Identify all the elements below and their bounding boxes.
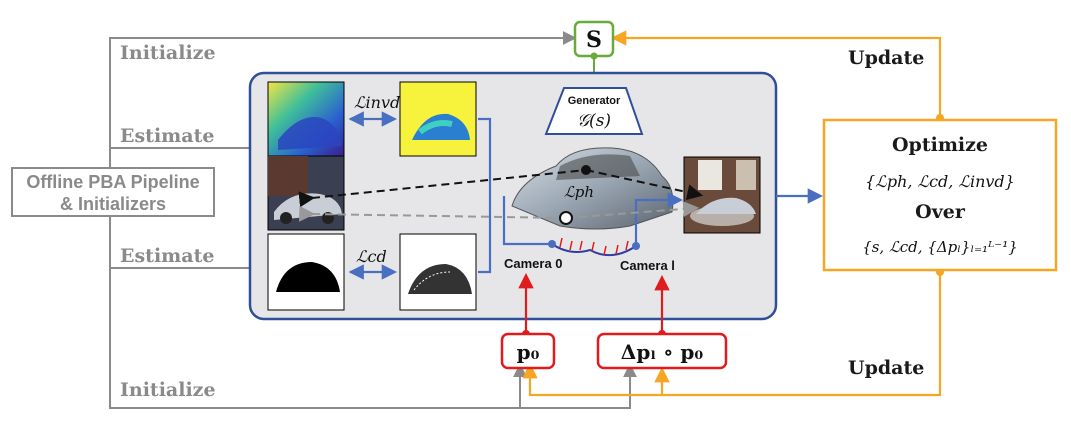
offline-line2: & Initializers (60, 194, 166, 214)
projection-rays (298, 169, 704, 222)
loss-ph-label: ℒph (564, 183, 594, 201)
optimize-vars: {s, ℒcd, {Δpₗ}ₗ₌₁ᴸ⁻¹} (862, 238, 1018, 256)
initialize-bottom-label: Initialize (120, 379, 216, 401)
estimate-label-2: Estimate (120, 245, 214, 267)
delta-pose-node: Δpₗ ∘ p₀ (596, 332, 728, 370)
mask-image-observed (267, 233, 345, 311)
offline-connections (109, 31, 637, 409)
s-label: S (586, 27, 602, 53)
camera-trajectory (548, 237, 640, 257)
depth-image-observed (267, 81, 345, 157)
optimize-over: Over (915, 201, 966, 223)
initialize-top-label: Initialize (120, 42, 216, 64)
generator-title: Generator (568, 95, 621, 107)
s-node: S (573, 20, 615, 58)
optimize-title: Optimize (892, 134, 988, 156)
p0-node: p₀ (500, 332, 556, 370)
offline-line1: Offline PBA Pipeline (26, 172, 199, 192)
loss-connections (348, 111, 824, 280)
cameral-label: Camera l (620, 258, 675, 273)
depth-image-rendered (399, 81, 477, 157)
optimize-box: Optimize {ℒph, ℒcd, ℒinvd} Over {s, ℒcd,… (822, 118, 1058, 272)
s-node-dot (590, 52, 598, 60)
update-connections (522, 30, 942, 397)
p0-label: p₀ (517, 340, 540, 364)
update-bottom-label: Update (848, 357, 924, 379)
optimize-losses: {ℒph, ℒcd, ℒinvd} (865, 172, 1015, 191)
car-point-cloud (511, 147, 674, 230)
mask-image-rendered (399, 233, 477, 311)
rgb-image-cameral (683, 156, 761, 234)
projection-point-gray (559, 211, 573, 225)
rgb-image-camera0 (267, 155, 345, 231)
offline-pipeline-box: Offline PBA Pipeline & Initializers (11, 167, 215, 217)
generator-expr: 𝒢(s) (577, 111, 611, 131)
delta-pose-label: Δpₗ ∘ p₀ (621, 340, 704, 364)
projection-point-black (581, 165, 591, 175)
loss-invd-label: ℒinvd (354, 93, 400, 112)
loss-cd-label: ℒcd (356, 247, 387, 266)
camera0-label: Camera 0 (504, 256, 563, 271)
update-top-label: Update (848, 47, 924, 69)
generator-block: Generator 𝒢(s) (544, 87, 644, 135)
estimate-label-1: Estimate (120, 125, 214, 147)
pose-connections (518, 272, 670, 334)
